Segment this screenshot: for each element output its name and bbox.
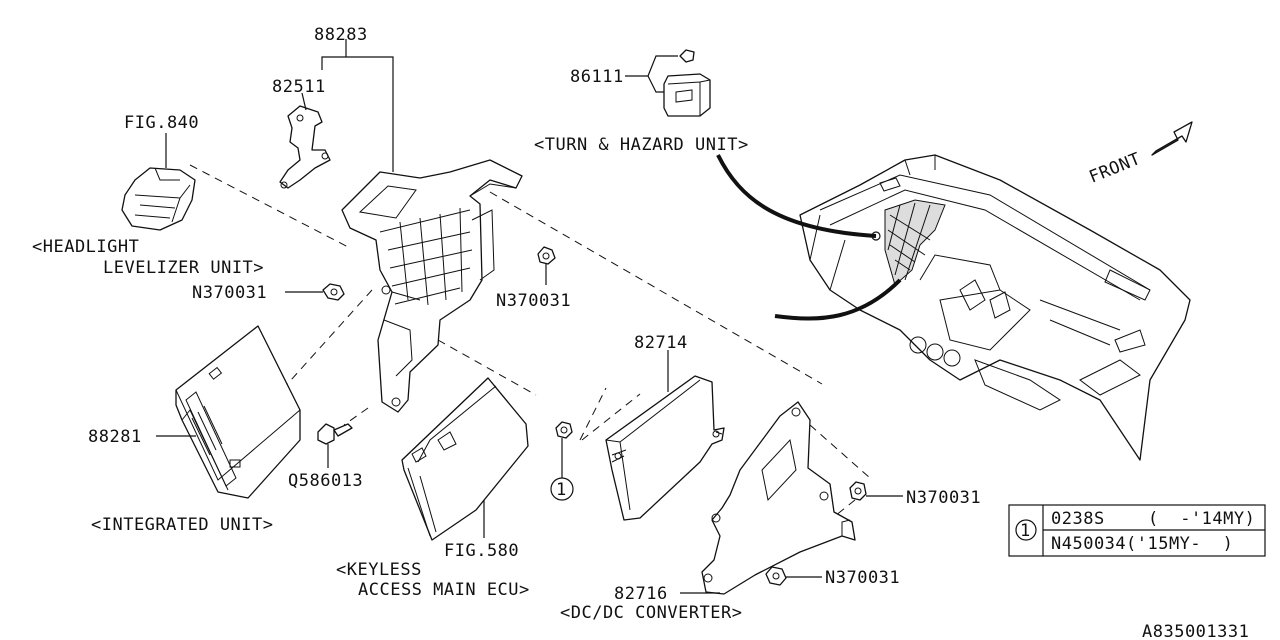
- label-integrated-unit: <INTEGRATED UNIT>: [91, 515, 274, 535]
- label-n370031-d: N370031: [825, 568, 900, 588]
- leader-86111: [625, 55, 678, 93]
- dashboard-illustration: [799, 154, 1191, 461]
- legend-table: 1 0238S ( -'14MY) N450034 ('15MY- ): [1008, 504, 1266, 557]
- label-86111: 86111: [570, 67, 624, 87]
- bracket-88283-illustration: [341, 159, 523, 413]
- dashed-line-bracket-dcdc: [489, 191, 823, 385]
- pointer-curve-lower: [774, 278, 902, 321]
- leader-82511: [301, 92, 307, 111]
- leader-88283: [321, 39, 394, 172]
- label-88281: 88281: [88, 427, 142, 447]
- dashed-line-bolt: [343, 407, 369, 426]
- callout-marker: [550, 477, 574, 501]
- keyless-ecu-illustration: [401, 377, 529, 541]
- turn-hazard-unit-illustration: [663, 49, 711, 117]
- legend-row-2-range: ('15MY- ): [1126, 534, 1233, 554]
- label-turn-hazard-unit: <TURN & HAZARD UNIT>: [534, 135, 749, 155]
- dashed-line-keyless: [437, 339, 537, 396]
- front-label: FRONT: [1086, 149, 1143, 188]
- label-headlight-1: <HEADLIGHT: [32, 237, 139, 257]
- pointer-curve-upper: [716, 154, 877, 238]
- legend-row-2-part: N450034: [1051, 534, 1126, 554]
- label-keyless-1: <KEYLESS: [336, 560, 422, 580]
- dashed-line-82714: [579, 387, 641, 441]
- front-arrow-icon: [1151, 121, 1193, 156]
- bracket-82511-illustration: [279, 105, 331, 189]
- dcdc-converter-illustration: [605, 375, 725, 521]
- headlight-levelizer-illustration: [121, 167, 196, 231]
- nut-b-icon: [537, 246, 556, 265]
- label-fig580: FIG.580: [444, 541, 519, 561]
- label-n370031-a: N370031: [192, 283, 267, 303]
- label-n370031-c: N370031: [906, 488, 981, 508]
- label-82714: 82714: [634, 333, 688, 353]
- legend-marker: [1015, 519, 1037, 541]
- nut-c-icon: [849, 481, 867, 501]
- label-82716: 82716: [614, 584, 668, 604]
- diagram-id: A835001331: [1142, 622, 1249, 640]
- label-82511: 82511: [272, 77, 326, 97]
- dashed-line-headlight: [189, 164, 351, 249]
- label-88283: 88283: [314, 25, 368, 45]
- label-dcdc-converter: <DC/DC CONVERTER>: [560, 603, 743, 623]
- nut-d-icon: [765, 566, 787, 586]
- label-fig840: FIG.840: [124, 113, 199, 133]
- clip-icon: [555, 421, 573, 439]
- legend-row-1-part: 0238S: [1051, 509, 1105, 529]
- nut-a-icon: [322, 283, 345, 301]
- legend-marker-number: 1: [1020, 521, 1031, 541]
- legend-row-1-range: ( -'14MY): [1148, 509, 1255, 529]
- label-headlight-2: LEVELIZER UNIT>: [103, 258, 264, 278]
- integrated-unit-illustration: [175, 325, 301, 499]
- bolt-icon: [317, 423, 353, 445]
- label-n370031-b: N370031: [496, 291, 571, 311]
- bracket-82716-illustration: [701, 401, 856, 595]
- dashed-line-integrated: [281, 289, 373, 391]
- label-keyless-2: ACCESS MAIN ECU>: [358, 580, 530, 600]
- label-q586013: Q586013: [288, 471, 363, 491]
- callout-marker-number: 1: [556, 480, 567, 500]
